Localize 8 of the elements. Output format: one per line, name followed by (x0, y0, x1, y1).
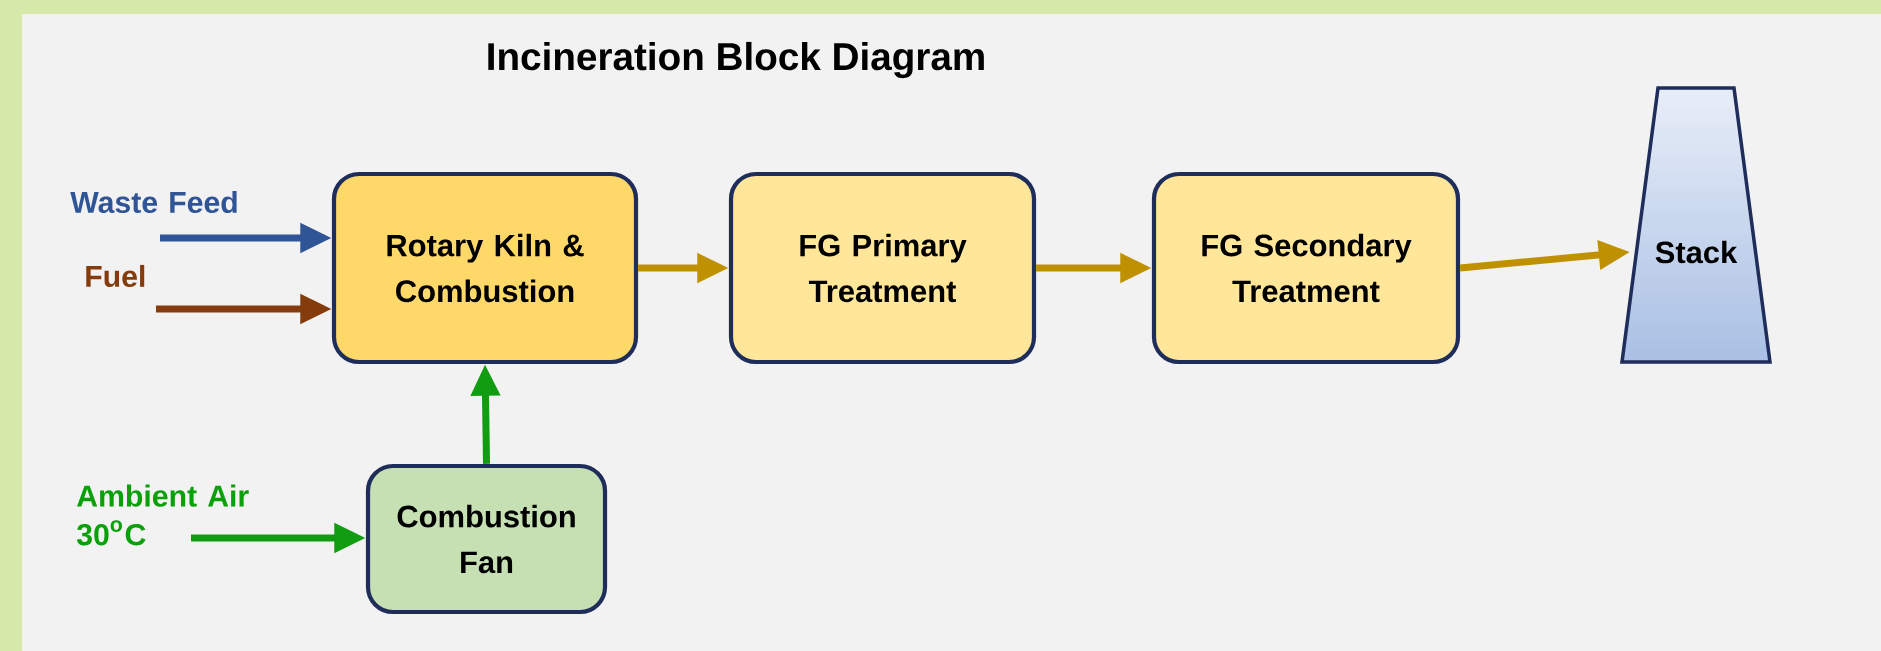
process-box: FG Primary Treatment (728, 171, 1037, 365)
process-box: Rotary Kiln & Combustion (331, 171, 639, 365)
input-label: Ambient Air 30$^{o}$C (76, 484, 249, 546)
input-label: Fuel (86, 264, 145, 288)
process-box: FG Secondary Treatment (1151, 171, 1461, 365)
title: Incineration Block Diagram (488, 41, 984, 79)
process-box: Combustion Fan (365, 463, 608, 615)
input-label: Waste Feed (70, 190, 237, 214)
